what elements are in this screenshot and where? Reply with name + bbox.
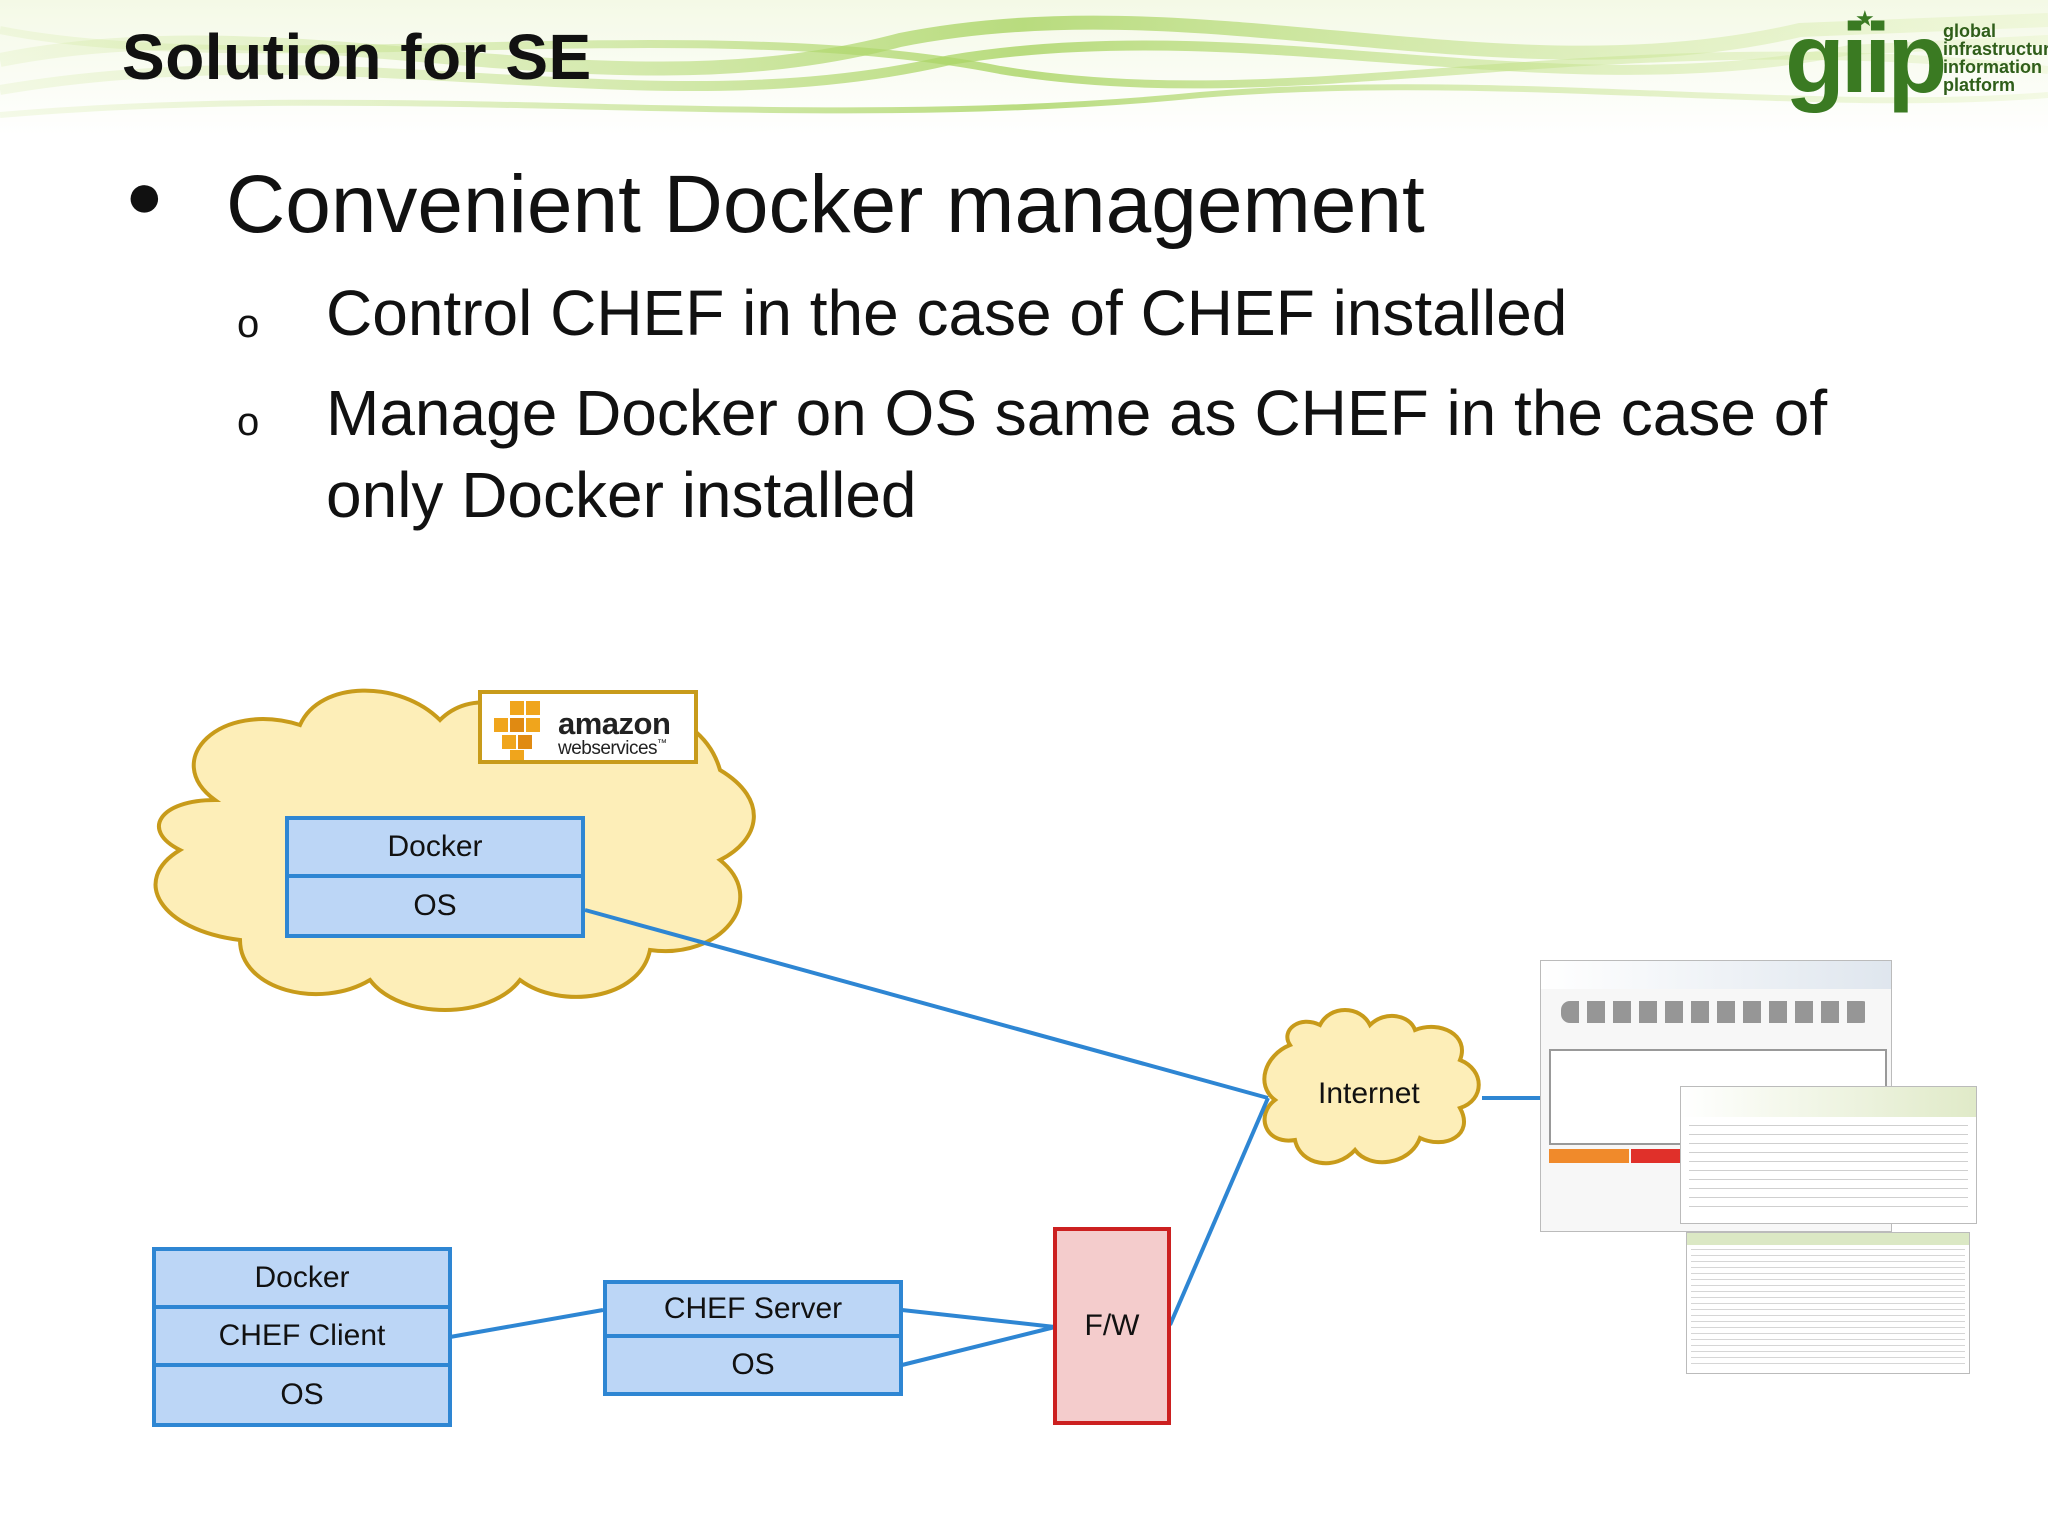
server-os-box: OS: [603, 1334, 903, 1396]
aws-cubes-icon: [494, 701, 540, 760]
header-band: [0, 0, 2048, 135]
thumbnail-icon-row: [1561, 1001, 1871, 1023]
connector-line: [901, 1325, 1056, 1367]
sub-point: Control CHEF in the case of CHEF install…: [326, 277, 1568, 349]
logo-tagline-line: information: [1943, 57, 2042, 77]
star-icon: ★: [1855, 6, 1875, 31]
aws-trademark: ™: [657, 738, 667, 749]
sub-bullet-icon: o: [237, 400, 260, 444]
connector-line: [584, 908, 1269, 1100]
thumbnail-header: [1541, 961, 1891, 989]
internet-label: Internet: [1318, 1077, 1420, 1110]
sub-point: Manage Docker on OS same as CHEF in the …: [326, 377, 1828, 531]
cloud-os-box: OS: [285, 874, 585, 938]
slide-title: Solution for SE: [122, 21, 592, 93]
main-point: Convenient Docker management: [226, 159, 1425, 250]
sub-bullet-icon: o: [237, 302, 260, 346]
client-os-box: OS: [152, 1363, 452, 1427]
aws-logo: amazon webservices™: [478, 690, 698, 764]
firewall-box: F/W: [1053, 1227, 1171, 1425]
logo-tagline: global infrastructure information platfo…: [1943, 22, 2048, 94]
header-wave-decoration: [0, 13, 2048, 118]
bullet-icon: ●: [125, 159, 164, 231]
aws-logo-subtext: webservices™: [558, 738, 667, 760]
chef-server-box: CHEF Server: [603, 1280, 903, 1338]
connector-line: [901, 1308, 1056, 1329]
giip-logo: ★ giip global infrastructure information…: [1785, 3, 2048, 113]
thumbnail-header: [1687, 1233, 1969, 1245]
thumbnail-orange-tab: [1549, 1149, 1629, 1163]
cloud-docker-box: Docker: [285, 816, 585, 878]
log-screenshot-thumbnail: [1686, 1232, 1970, 1374]
aws-logo-text: amazon: [558, 706, 671, 741]
logo-mark: giip: [1785, 3, 1947, 113]
logo-tagline-line: global: [1943, 21, 1996, 41]
connector-line: [1168, 1097, 1270, 1326]
aws-logo-subtext-main: webservices: [558, 738, 658, 759]
client-docker-box: Docker: [152, 1247, 452, 1309]
connector-line: [449, 1308, 604, 1339]
internet-cloud-shape: [1262, 1008, 1481, 1166]
logo-tagline-line: infrastructure: [1943, 39, 2048, 59]
thumbnail-header: [1681, 1087, 1976, 1117]
thumbnail-table-lines: [1691, 1249, 1965, 1369]
thumbnail-form-lines: [1689, 1125, 1968, 1215]
logo-tagline-line: platform: [1943, 75, 2015, 95]
settings-screenshot-thumbnail: [1680, 1086, 1977, 1224]
chef-client-box: CHEF Client: [152, 1305, 452, 1367]
